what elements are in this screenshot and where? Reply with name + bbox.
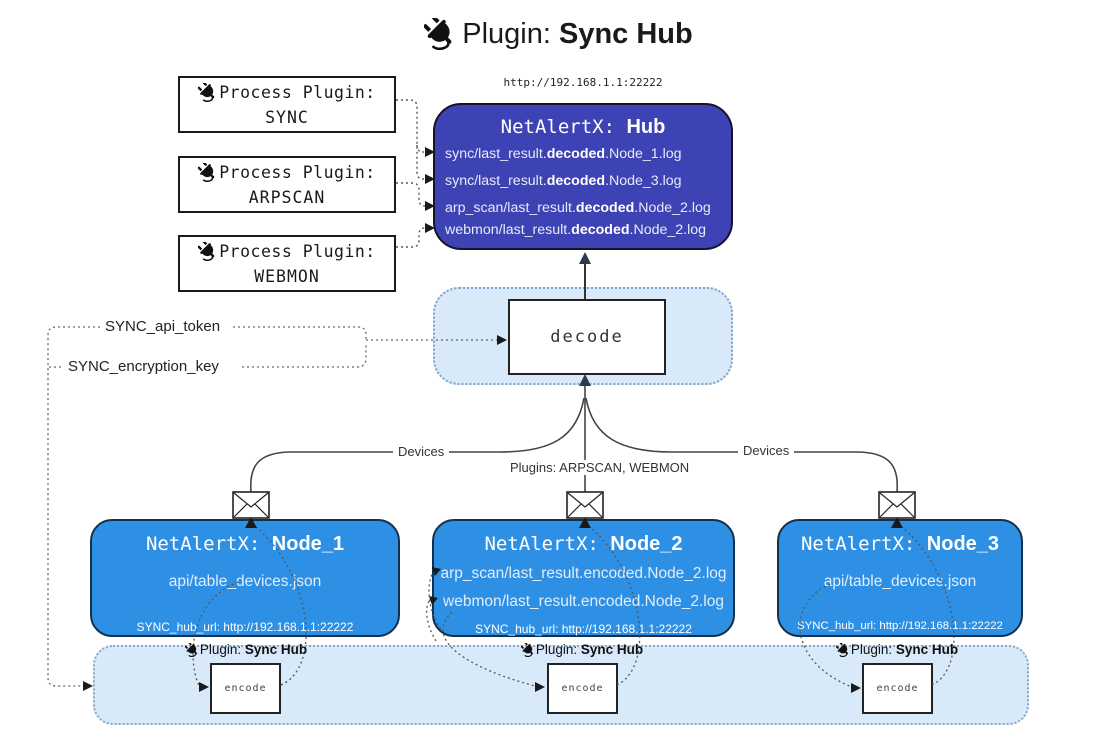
hub-log-line: sync/last_result.decoded.Node_1.log: [445, 146, 682, 162]
sync-encryption-key-label: SYNC_encryption_key: [64, 358, 223, 375]
envelope-icon: [232, 491, 270, 519]
node-title: NetAlertX: Node_3: [800, 533, 1000, 555]
node-to-decode-curves: [249, 380, 899, 493]
envelope-icon: [566, 491, 604, 519]
encode-box-1: encode: [210, 663, 281, 714]
node-hub-url: SYNC_hub_url: http://192.168.1.1:22222: [475, 622, 692, 636]
node-hub-url: SYNC_hub_url: http://192.168.1.1:22222: [136, 620, 354, 634]
envelope-icons: [232, 491, 916, 519]
process-plugin-label: Process Plugin:: [219, 242, 376, 261]
node-box-1: NetAlertX: Node_1 api/table_devices.json…: [90, 519, 400, 637]
decode-box: decode: [508, 299, 666, 375]
plug-icon: [521, 643, 535, 660]
encode-plugin-label-1: Plugin: Sync Hub: [136, 642, 356, 660]
hub-log-line: webmon/last_result.decoded.Node_2.log: [445, 222, 707, 238]
hub-log-line: sync/last_result.decoded.Node_3.log: [445, 173, 682, 189]
devices-edge-label-left: Devices: [393, 444, 450, 459]
plug-icon: [198, 83, 217, 106]
process-plugin-name: SYNC: [265, 108, 309, 127]
plug-icon: [424, 18, 456, 58]
process-plugin-label: Process Plugin:: [219, 163, 376, 182]
encode-box-2: encode: [547, 663, 618, 714]
encode-plugin-label-2: Plugin: Sync Hub: [472, 642, 692, 660]
node-box-2: NetAlertX: Node_2 arp_scan/last_result.e…: [432, 519, 735, 637]
envelope-icon: [878, 491, 916, 519]
node-file: webmon/last_result.encoded.Node_2.log: [443, 593, 724, 610]
page-title: Plugin: Sync Hub: [0, 18, 1117, 58]
encode-box-3: encode: [862, 663, 933, 714]
hub-title: NetAlertX: Hub: [500, 116, 666, 138]
devices-edge-label-right: Devices: [738, 443, 795, 458]
hub-log-line: arp_scan/last_result.decoded.Node_2.log: [445, 200, 711, 216]
process-plugin-name: ARPSCAN: [248, 188, 326, 207]
process-plugin-name: WEBMON: [254, 267, 320, 286]
title-prefix: Plugin:: [462, 18, 559, 50]
encode-plugin-label-3: Plugin: Sync Hub: [787, 642, 1007, 660]
hub-url-label: http://192.168.1.1:22222: [503, 76, 663, 89]
plug-icon: [836, 643, 850, 660]
node-file: api/table_devices.json: [823, 573, 977, 590]
process-plugin-box-webmon: Process Plugin: WEBMON: [178, 235, 396, 292]
node-file: arp_scan/last_result.encoded.Node_2.log: [440, 565, 727, 582]
node-box-3: NetAlertX: Node_3 api/table_devices.json…: [777, 519, 1023, 637]
plugin-to-hub-connectors: [396, 99, 426, 248]
plugins-edge-label: Plugins: ARPSCAN, WEBMON: [505, 460, 695, 475]
node-hub-url: SYNC_hub_url: http://192.168.1.1:22222: [797, 620, 1003, 632]
plug-icon: [198, 163, 217, 186]
hub-box: NetAlertX: Hub sync/last_result.decoded.…: [433, 103, 733, 250]
node-file: api/table_devices.json: [168, 573, 322, 590]
sync-api-token-label: SYNC_api_token: [101, 318, 225, 335]
node-title: NetAlertX: Node_2: [484, 533, 683, 555]
plug-icon: [198, 242, 217, 265]
into-encode-container-arrowhead: [83, 681, 93, 691]
decode-to-hub-arrowhead: [579, 252, 591, 264]
process-plugin-box-sync: Process Plugin: SYNC: [178, 76, 396, 133]
title-name: Sync Hub: [558, 18, 693, 50]
process-plugin-label: Process Plugin:: [219, 83, 376, 102]
node-title: NetAlertX: Node_1: [145, 533, 345, 555]
process-plugin-box-arpscan: Process Plugin: ARPSCAN: [178, 156, 396, 213]
plug-icon: [185, 643, 199, 660]
